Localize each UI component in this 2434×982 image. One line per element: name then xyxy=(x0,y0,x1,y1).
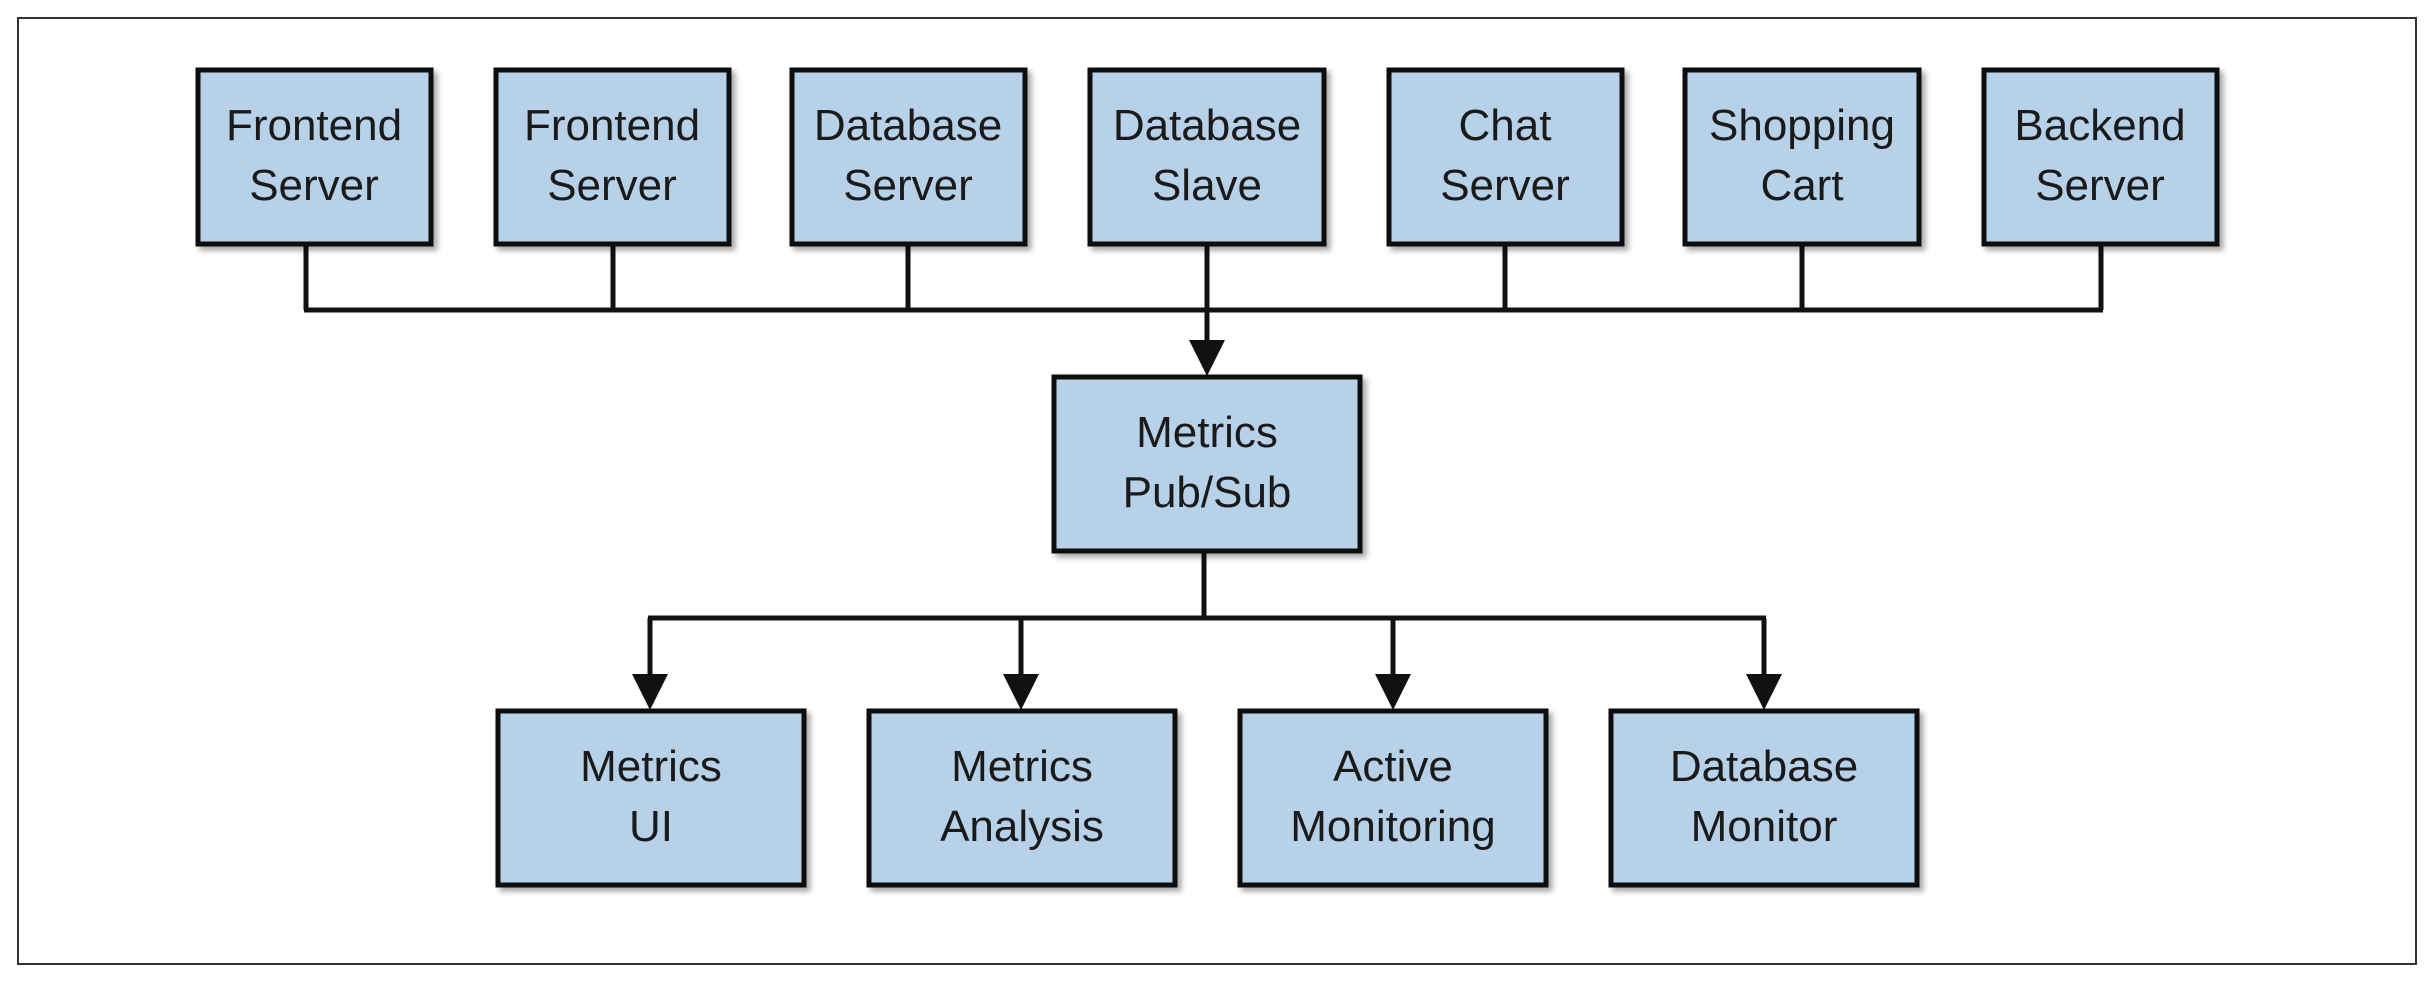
node-shopping-cart: Shopping Cart xyxy=(1682,67,1922,247)
consumer-boxes: Metrics UI Metrics Analysis Active Monit… xyxy=(495,708,1920,888)
arrowhead-consumer-1 xyxy=(632,674,668,710)
node-backend-server: Backend Server xyxy=(1981,67,2220,247)
node-label-line1: Metrics xyxy=(951,742,1093,791)
node-label-line1: Active xyxy=(1333,742,1453,791)
node-label-line2: Slave xyxy=(1152,161,1262,210)
consumer-arrowheads xyxy=(632,674,1782,710)
node-label-line2: Server xyxy=(1440,161,1570,210)
node-active-monitoring: Active Monitoring xyxy=(1237,708,1549,888)
node-label-line1: Frontend xyxy=(226,101,402,150)
node-label-line2: Pub/Sub xyxy=(1123,468,1292,517)
node-label-line2: Server xyxy=(843,161,973,210)
node-metrics-analysis: Metrics Analysis xyxy=(866,708,1178,888)
node-frontend-server-2: Frontend Server xyxy=(493,67,732,247)
node-metrics-ui: Metrics UI xyxy=(495,708,807,888)
node-label-line2: Monitor xyxy=(1691,802,1838,851)
node-label-line2: UI xyxy=(629,802,673,851)
node-label-line2: Monitoring xyxy=(1290,802,1495,851)
node-label-line2: Server xyxy=(249,161,379,210)
node-database-monitor: Database Monitor xyxy=(1608,708,1920,888)
node-label-line1: Database xyxy=(1670,742,1858,791)
node-label-line1: Database xyxy=(1113,101,1301,150)
hub-arrowhead xyxy=(1189,340,1225,376)
source-boxes: Frontend Server Frontend Server Database… xyxy=(195,67,2220,247)
diagram-frame xyxy=(17,17,2417,965)
node-label-line1: Chat xyxy=(1459,101,1552,150)
arrowhead-consumer-4 xyxy=(1746,674,1782,710)
node-label-line1: Metrics xyxy=(580,742,722,791)
node-label-line1: Shopping xyxy=(1709,101,1895,150)
node-label-line2: Cart xyxy=(1760,161,1843,210)
node-label-line1: Metrics xyxy=(1136,408,1278,457)
node-label-line1: Backend xyxy=(2014,101,2185,150)
node-metrics-pubsub: Metrics Pub/Sub xyxy=(1051,374,1363,554)
node-label-line1: Frontend xyxy=(524,101,700,150)
arrowhead-consumer-2 xyxy=(1003,674,1039,710)
node-database-server: Database Server xyxy=(789,67,1028,247)
consumer-connectors xyxy=(647,551,1767,676)
node-label-line1: Database xyxy=(814,101,1002,150)
node-label-line2: Analysis xyxy=(940,802,1104,851)
arrowhead-consumer-3 xyxy=(1375,674,1411,710)
node-label-line2: Server xyxy=(2035,161,2165,210)
node-chat-server: Chat Server xyxy=(1386,67,1625,247)
node-frontend-server-1: Frontend Server xyxy=(195,67,434,247)
source-connectors xyxy=(303,244,2104,340)
node-database-slave: Database Slave xyxy=(1087,67,1327,247)
node-label-line2: Server xyxy=(547,161,677,210)
